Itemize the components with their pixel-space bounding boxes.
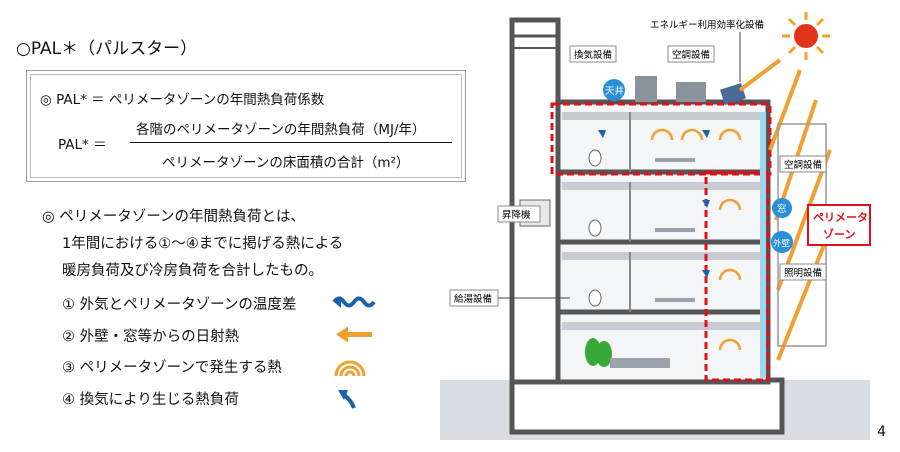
window-glazing	[760, 112, 766, 378]
window-badge	[772, 198, 792, 218]
definition-box	[26, 70, 466, 182]
ventilation-arrows	[598, 130, 710, 278]
label-perimeter-2: ゾーン	[823, 227, 855, 241]
legend-item-2: ② 外壁・窓等からの日射熱	[62, 329, 240, 345]
lobby-counter	[610, 358, 670, 368]
wave-icon-head	[334, 296, 341, 308]
sun-icon	[782, 12, 830, 60]
toilets	[588, 149, 602, 307]
outer-wall-badge	[771, 231, 793, 253]
label-window: 窓	[777, 203, 787, 215]
label-perimeter-1: ペリメータ	[813, 211, 868, 224]
label-hotwater: 給湯設備	[454, 293, 492, 305]
label-aircon-side-box	[779, 155, 827, 173]
label-exhaust-box	[569, 45, 617, 63]
ceiling-strips	[562, 112, 764, 330]
internal-heat	[650, 128, 742, 351]
label-elevator-box	[497, 205, 541, 223]
explanation-line-1: ◎ ペリメータゾーンの年間熱負荷とは、	[42, 209, 306, 225]
label-energy: エネルギー利用効率化設備	[650, 19, 764, 31]
ventilation-arrow-icon	[338, 390, 356, 409]
arrow-left-icon	[336, 326, 372, 343]
label-ceiling: 天井	[605, 85, 624, 97]
heat-arc-icon	[334, 360, 366, 377]
label-lighting: 照明設備	[784, 267, 822, 279]
label-aircon-side: 空調設備	[784, 159, 822, 171]
foundation	[509, 377, 785, 435]
formula-denominator: ペリメータゾーンの床面積の合計（m²）	[162, 155, 410, 171]
wave-icon	[332, 296, 376, 308]
definition-heading: ◎ PAL* ＝ ペリメータゾーンの年間熱負荷係数	[40, 92, 325, 108]
formula-lhs: PAL* ＝	[58, 137, 107, 153]
label-aircon-top-box	[667, 45, 715, 63]
label-lighting-box	[779, 263, 827, 281]
legend-icons	[332, 296, 376, 409]
building-diagram: エネルギー利用効率化設備 換気設備 空調設備 天井 空調設備 窓 外壁 ペリメー…	[440, 12, 871, 440]
label-elevator: 昇降機	[502, 209, 531, 221]
fraction-line	[130, 142, 452, 143]
label-exhaust: 換気設備	[574, 49, 612, 61]
rooftop-units	[635, 76, 746, 106]
explanation-line-3: 暖房負荷及び冷房負荷を合計したもの。	[62, 263, 323, 279]
legend-item-3: ③ ペリメータゾーンで発生する熱	[62, 360, 282, 376]
label-outer-wall: 外壁	[773, 238, 791, 249]
perimeter-label-box	[807, 204, 871, 246]
legend-item-1: ① 外気とペリメータゾーンの温度差	[62, 297, 297, 313]
page-number: 4	[877, 424, 886, 440]
desks	[655, 158, 695, 302]
legend-item-4: ④ 換気により生じる熱負荷	[62, 392, 239, 408]
ceiling-badge	[603, 79, 625, 101]
trees	[585, 338, 612, 367]
page-title: ○PAL＊（パルスター）	[16, 39, 198, 59]
explanation-line-2: 1年間における①～④までに掲げる熱による	[62, 236, 344, 252]
label-aircon-top: 空調設備	[672, 49, 710, 61]
formula-numerator: 各階のペリメータゾーンの年間熱負荷（MJ/年）	[136, 122, 426, 138]
